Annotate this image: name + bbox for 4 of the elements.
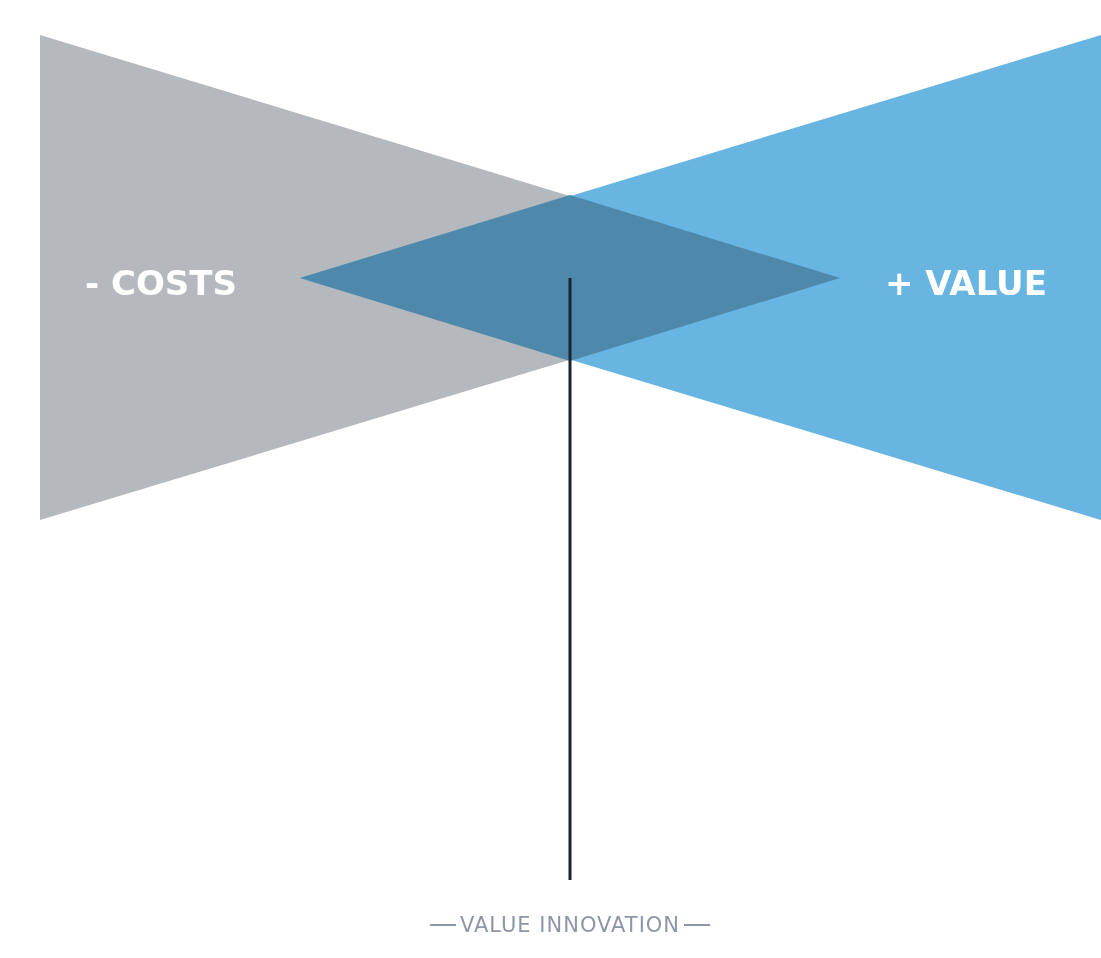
triangle-label: - COSTS	[85, 263, 237, 303]
caption-text: VALUE INNOVATION	[459, 913, 681, 937]
triangle-label: + VALUE	[885, 263, 1047, 303]
leader-line	[568, 278, 572, 880]
